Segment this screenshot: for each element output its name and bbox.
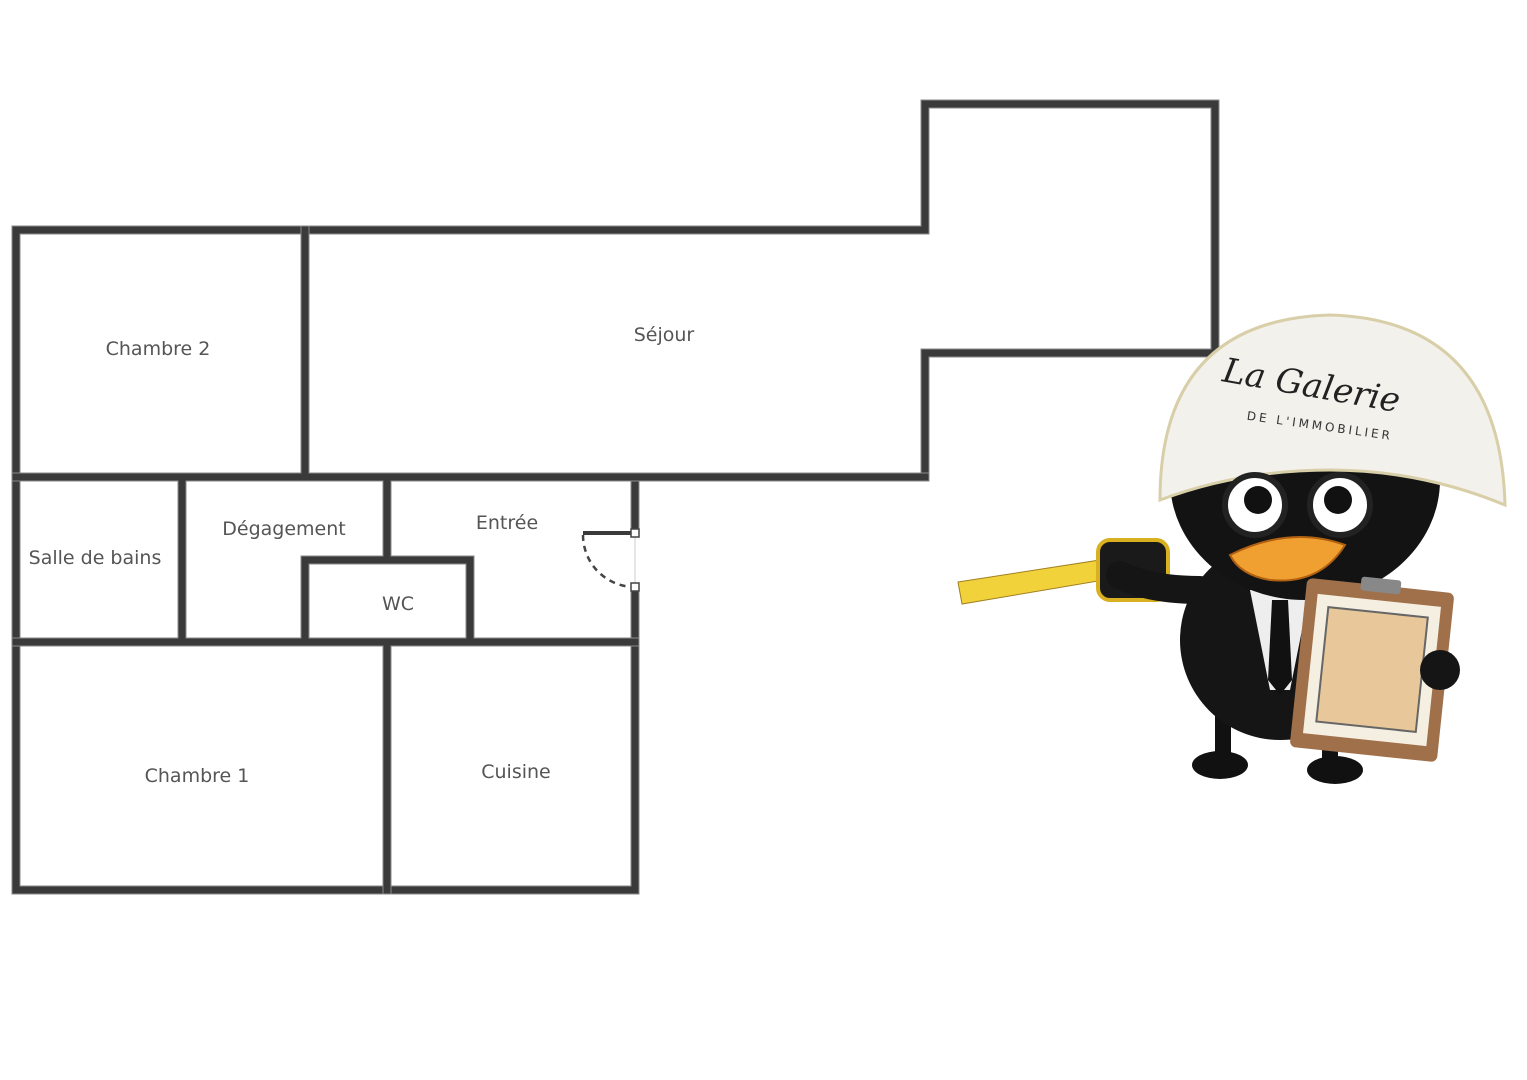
room-label-cuisine: Cuisine	[481, 761, 551, 783]
room-label-chambre-2: Chambre 2	[106, 338, 211, 360]
room-label-entree: Entrée	[476, 512, 538, 534]
tape-measure-icon	[957, 559, 1105, 605]
interior-walls	[12, 226, 929, 894]
room-label-wc: WC	[382, 593, 414, 615]
walls	[11, 99, 1220, 895]
room-label-degagement: Dégagement	[222, 518, 345, 540]
clipboard-icon	[1290, 576, 1454, 762]
outer-wall	[12, 100, 1219, 894]
room-label-chambre-1: Chambre 1	[145, 765, 250, 787]
entry-door	[581, 528, 642, 592]
room-label-salle-de-bains: Salle de bains	[29, 547, 162, 569]
room-label-sejour: Séjour	[634, 324, 695, 346]
mascot-illustration: La Galerie DE L'IMMOBILIER	[957, 313, 1507, 784]
